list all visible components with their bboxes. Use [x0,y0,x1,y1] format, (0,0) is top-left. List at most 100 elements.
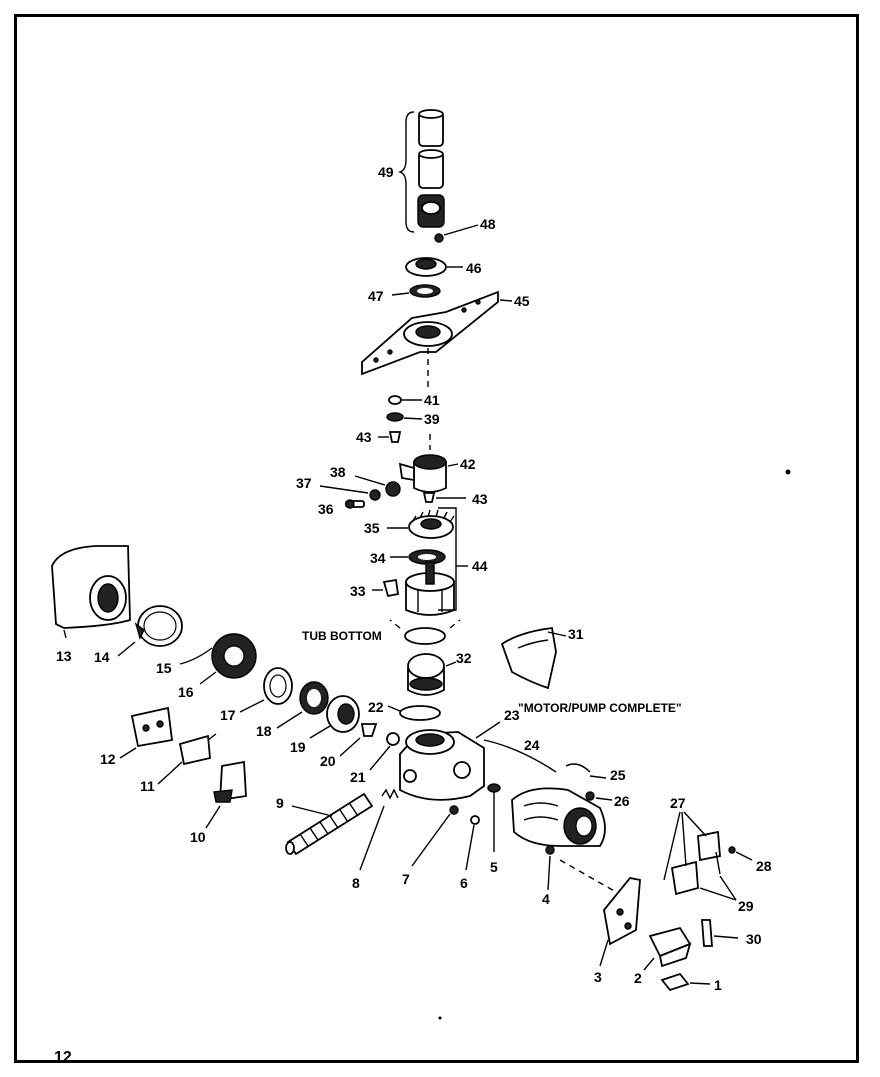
part-41-screw [388,395,422,405]
stray-mark [785,469,791,475]
part-11-switch [157,733,217,785]
label-31: 31 [568,626,584,642]
label-5: 5 [490,859,498,875]
label-1: 1 [714,977,722,993]
page-number: 12 [54,1049,72,1066]
label-35: 35 [364,520,380,536]
part-16-impeller [199,633,257,685]
label-24: 24 [524,737,540,753]
part-26-nut [585,791,613,801]
part-18-gasket [276,681,329,729]
label-43-lower: 43 [472,491,488,507]
label-11: 11 [140,778,155,794]
part-46-nut [405,257,463,277]
part-25-wire [565,763,607,779]
part-35-gear [387,509,455,539]
label-16: 16 [178,684,194,700]
part-13-inlet-housing [51,545,131,639]
part-47-seal-ring [391,284,441,298]
part-1-grommet [660,972,711,992]
part-21-seal [369,732,400,771]
label-41: 41 [424,392,440,408]
label-30: 30 [746,931,762,947]
label-27: 27 [670,795,686,811]
label-29: 29 [738,898,754,914]
part-48-washer [434,224,479,243]
part-37-washer [319,485,381,501]
label-49: 49 [378,164,394,180]
label-36: 36 [318,501,334,517]
part-6-washer [465,815,480,871]
label-18: 18 [256,723,272,739]
part-14-clamp [117,605,183,657]
part-31-guard [500,626,567,690]
label-34: 34 [370,550,386,566]
label-43-upper: 43 [356,429,372,445]
part-30-pin [701,919,739,947]
label-6: 6 [460,875,468,891]
label-32: 32 [456,650,472,666]
part-9-worm-shaft [285,792,374,856]
label-10: 10 [190,829,206,845]
part-34-seal [390,549,446,565]
label-25: 25 [610,767,626,783]
label-48: 48 [480,216,496,232]
part-36-bolt [345,499,365,509]
part-5-bolt [487,783,501,852]
label-13: 13 [56,648,72,664]
part-27-bracket [663,811,721,896]
part-23-pump-body [399,721,557,801]
label-8: 8 [352,875,360,891]
label-22: 22 [368,699,384,715]
part-17-ring [239,667,293,713]
tub-bottom-gasket [389,619,461,645]
tub-bottom-caption: TUB BOTTOM [302,629,382,643]
label-12: 12 [100,751,116,767]
label-21: 21 [350,769,366,785]
part-4-screw [545,845,617,893]
label-44: 44 [472,558,488,574]
part-29-clip [699,851,737,901]
label-38: 38 [330,464,346,480]
part-12-bracket [119,706,173,759]
label-20: 20 [320,753,336,769]
part-28-screw [728,846,753,861]
label-15: 15 [156,660,172,676]
stray-mark [438,1016,442,1020]
label-47: 47 [368,288,384,304]
label-45: 45 [514,293,530,309]
label-28: 28 [756,858,772,874]
label-9: 9 [276,795,284,811]
part-33-clip [372,578,400,598]
part-7-fitting [411,805,459,867]
motor-pump-complete-caption: "MOTOR/PUMP COMPLETE" [518,701,682,715]
label-26: 26 [614,793,630,809]
part-45-spray-arm [361,290,513,392]
part-32-pump-housing [407,653,457,696]
part-39-washer [386,412,423,422]
label-19: 19 [290,739,306,755]
label-3: 3 [594,969,602,985]
part-42-upper-housing [398,454,459,493]
part-19-cap [309,695,360,739]
part-10-bracket [205,760,247,829]
label-23: 23 [504,707,520,723]
part-24-motor [511,787,606,847]
label-2: 2 [634,970,642,986]
label-7: 7 [402,871,410,887]
part-38-gear [354,475,401,497]
label-17: 17 [220,707,236,723]
label-33: 33 [350,583,366,599]
label-39: 39 [424,411,440,427]
part-43-upper-fitting [378,431,431,450]
part-22-clamp [387,705,441,721]
part-15-wire [179,647,213,665]
part-8-spring [359,788,399,871]
label-37: 37 [296,475,312,491]
part-49-tube-assembly [397,109,445,233]
label-46: 46 [466,260,482,276]
part-44-pump-base [405,507,468,616]
label-4: 4 [542,891,550,907]
label-14: 14 [94,649,110,665]
